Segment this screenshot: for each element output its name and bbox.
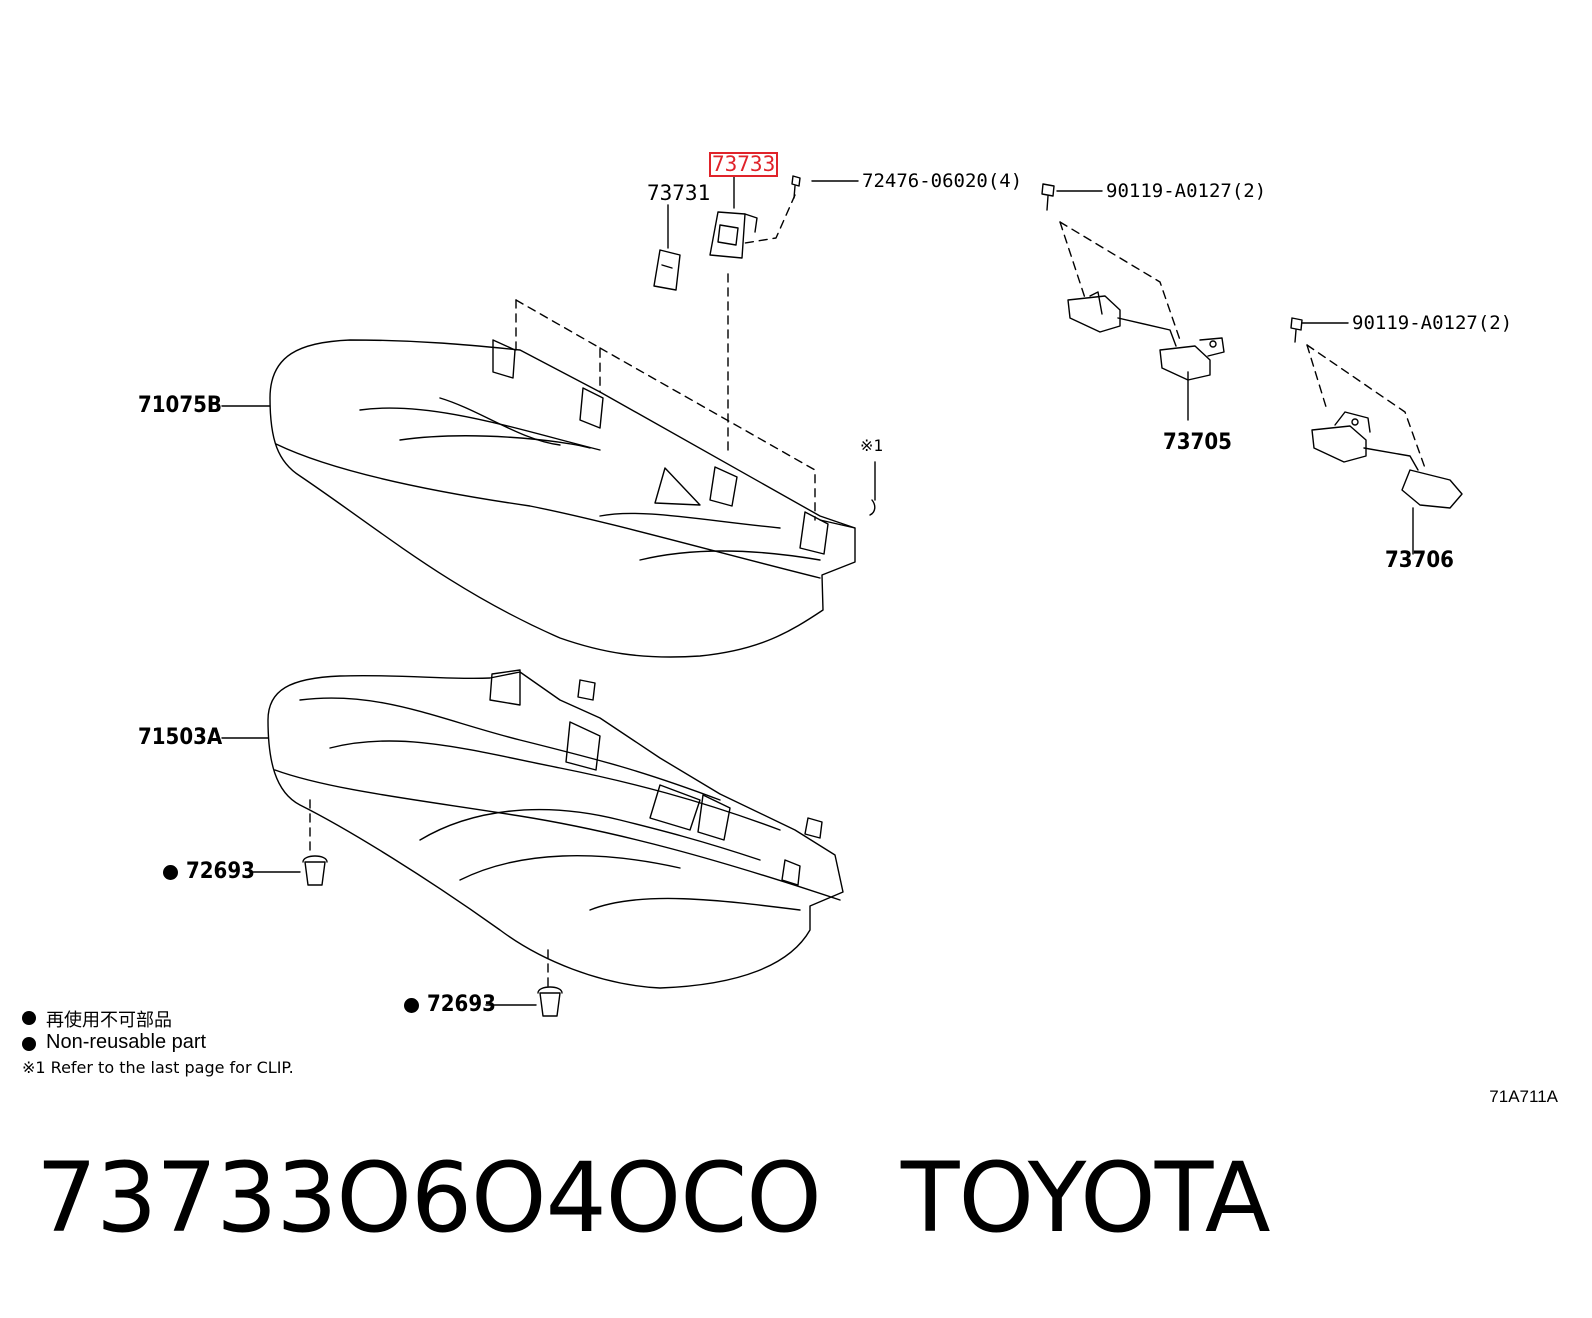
- label-71503a: 71503A: [138, 725, 223, 750]
- legend-clip-note: ※1 Refer to the last page for CLIP.: [22, 1058, 294, 1077]
- part-number: 73733O6O4OCO: [36, 1142, 822, 1254]
- brand-name: TOYOTA: [900, 1142, 1271, 1254]
- legend-bullet-jp: [22, 1011, 36, 1025]
- diagram-code: 71A711A: [1489, 1087, 1558, 1106]
- label-72476-06020: 72476-06020(4): [862, 170, 1023, 192]
- label-73731: 73731: [647, 181, 711, 205]
- label-72693-lower: 72693: [404, 994, 496, 1016]
- legend-bullet-en: [22, 1037, 36, 1051]
- label-73733-highlighted: 73733: [708, 152, 779, 177]
- non-reusable-dot: [404, 997, 419, 1013]
- label-clip-reference: ※1: [860, 436, 884, 455]
- label-90119-a0127-lower: 90119-A0127(2): [1352, 312, 1513, 334]
- label-73705: 73705: [1163, 430, 1232, 455]
- label-72693-upper: 72693: [163, 861, 255, 883]
- label-90119-a0127-upper: 90119-A0127(2): [1106, 180, 1267, 202]
- label-71075b: 71075B: [138, 393, 222, 418]
- seat-back-drawing: [269, 339, 856, 658]
- hinge-73706-drawing: [1311, 411, 1463, 509]
- label-73706: 73706: [1385, 548, 1454, 573]
- legend-non-reusable-en: Non-reusable part: [46, 1031, 207, 1053]
- small-parts-drawing: [302, 175, 1303, 1017]
- label-72693-lower-text: 72693: [427, 992, 496, 1017]
- non-reusable-dot: [163, 864, 178, 880]
- leader-lines: [221, 175, 1414, 1006]
- seat-cushion-drawing: [267, 669, 844, 989]
- hinge-73705-drawing: [1067, 291, 1225, 381]
- label-72693-upper-text: 72693: [186, 859, 255, 884]
- legend-non-reusable-jp: 再使用不可部品: [46, 1010, 172, 1030]
- dashed-lines: [309, 194, 1426, 991]
